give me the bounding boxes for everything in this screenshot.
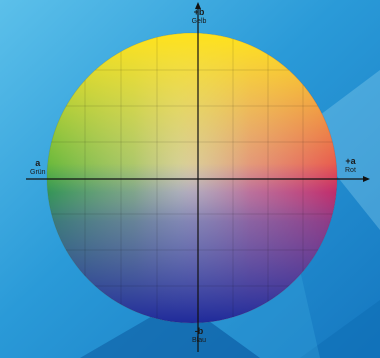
axis-bottom-name: Blau [192, 337, 206, 344]
axis-top-symbol: +b [192, 8, 207, 17]
color-sphere [47, 33, 337, 323]
axis-right-name: Rot [345, 167, 356, 174]
axis-left-name: Grün [30, 169, 46, 176]
axis-label-top: +b Gelb [192, 8, 207, 25]
axis-label-right: +a Rot [345, 157, 356, 174]
axis-right-symbol: +a [345, 157, 356, 166]
axis-label-bottom: -b Blau [192, 327, 206, 344]
axis-label-left: a Grün [30, 159, 46, 176]
axis-bottom-symbol: -b [192, 327, 206, 336]
axis-top-name: Gelb [192, 18, 207, 25]
axis-left-symbol: a [30, 159, 46, 168]
